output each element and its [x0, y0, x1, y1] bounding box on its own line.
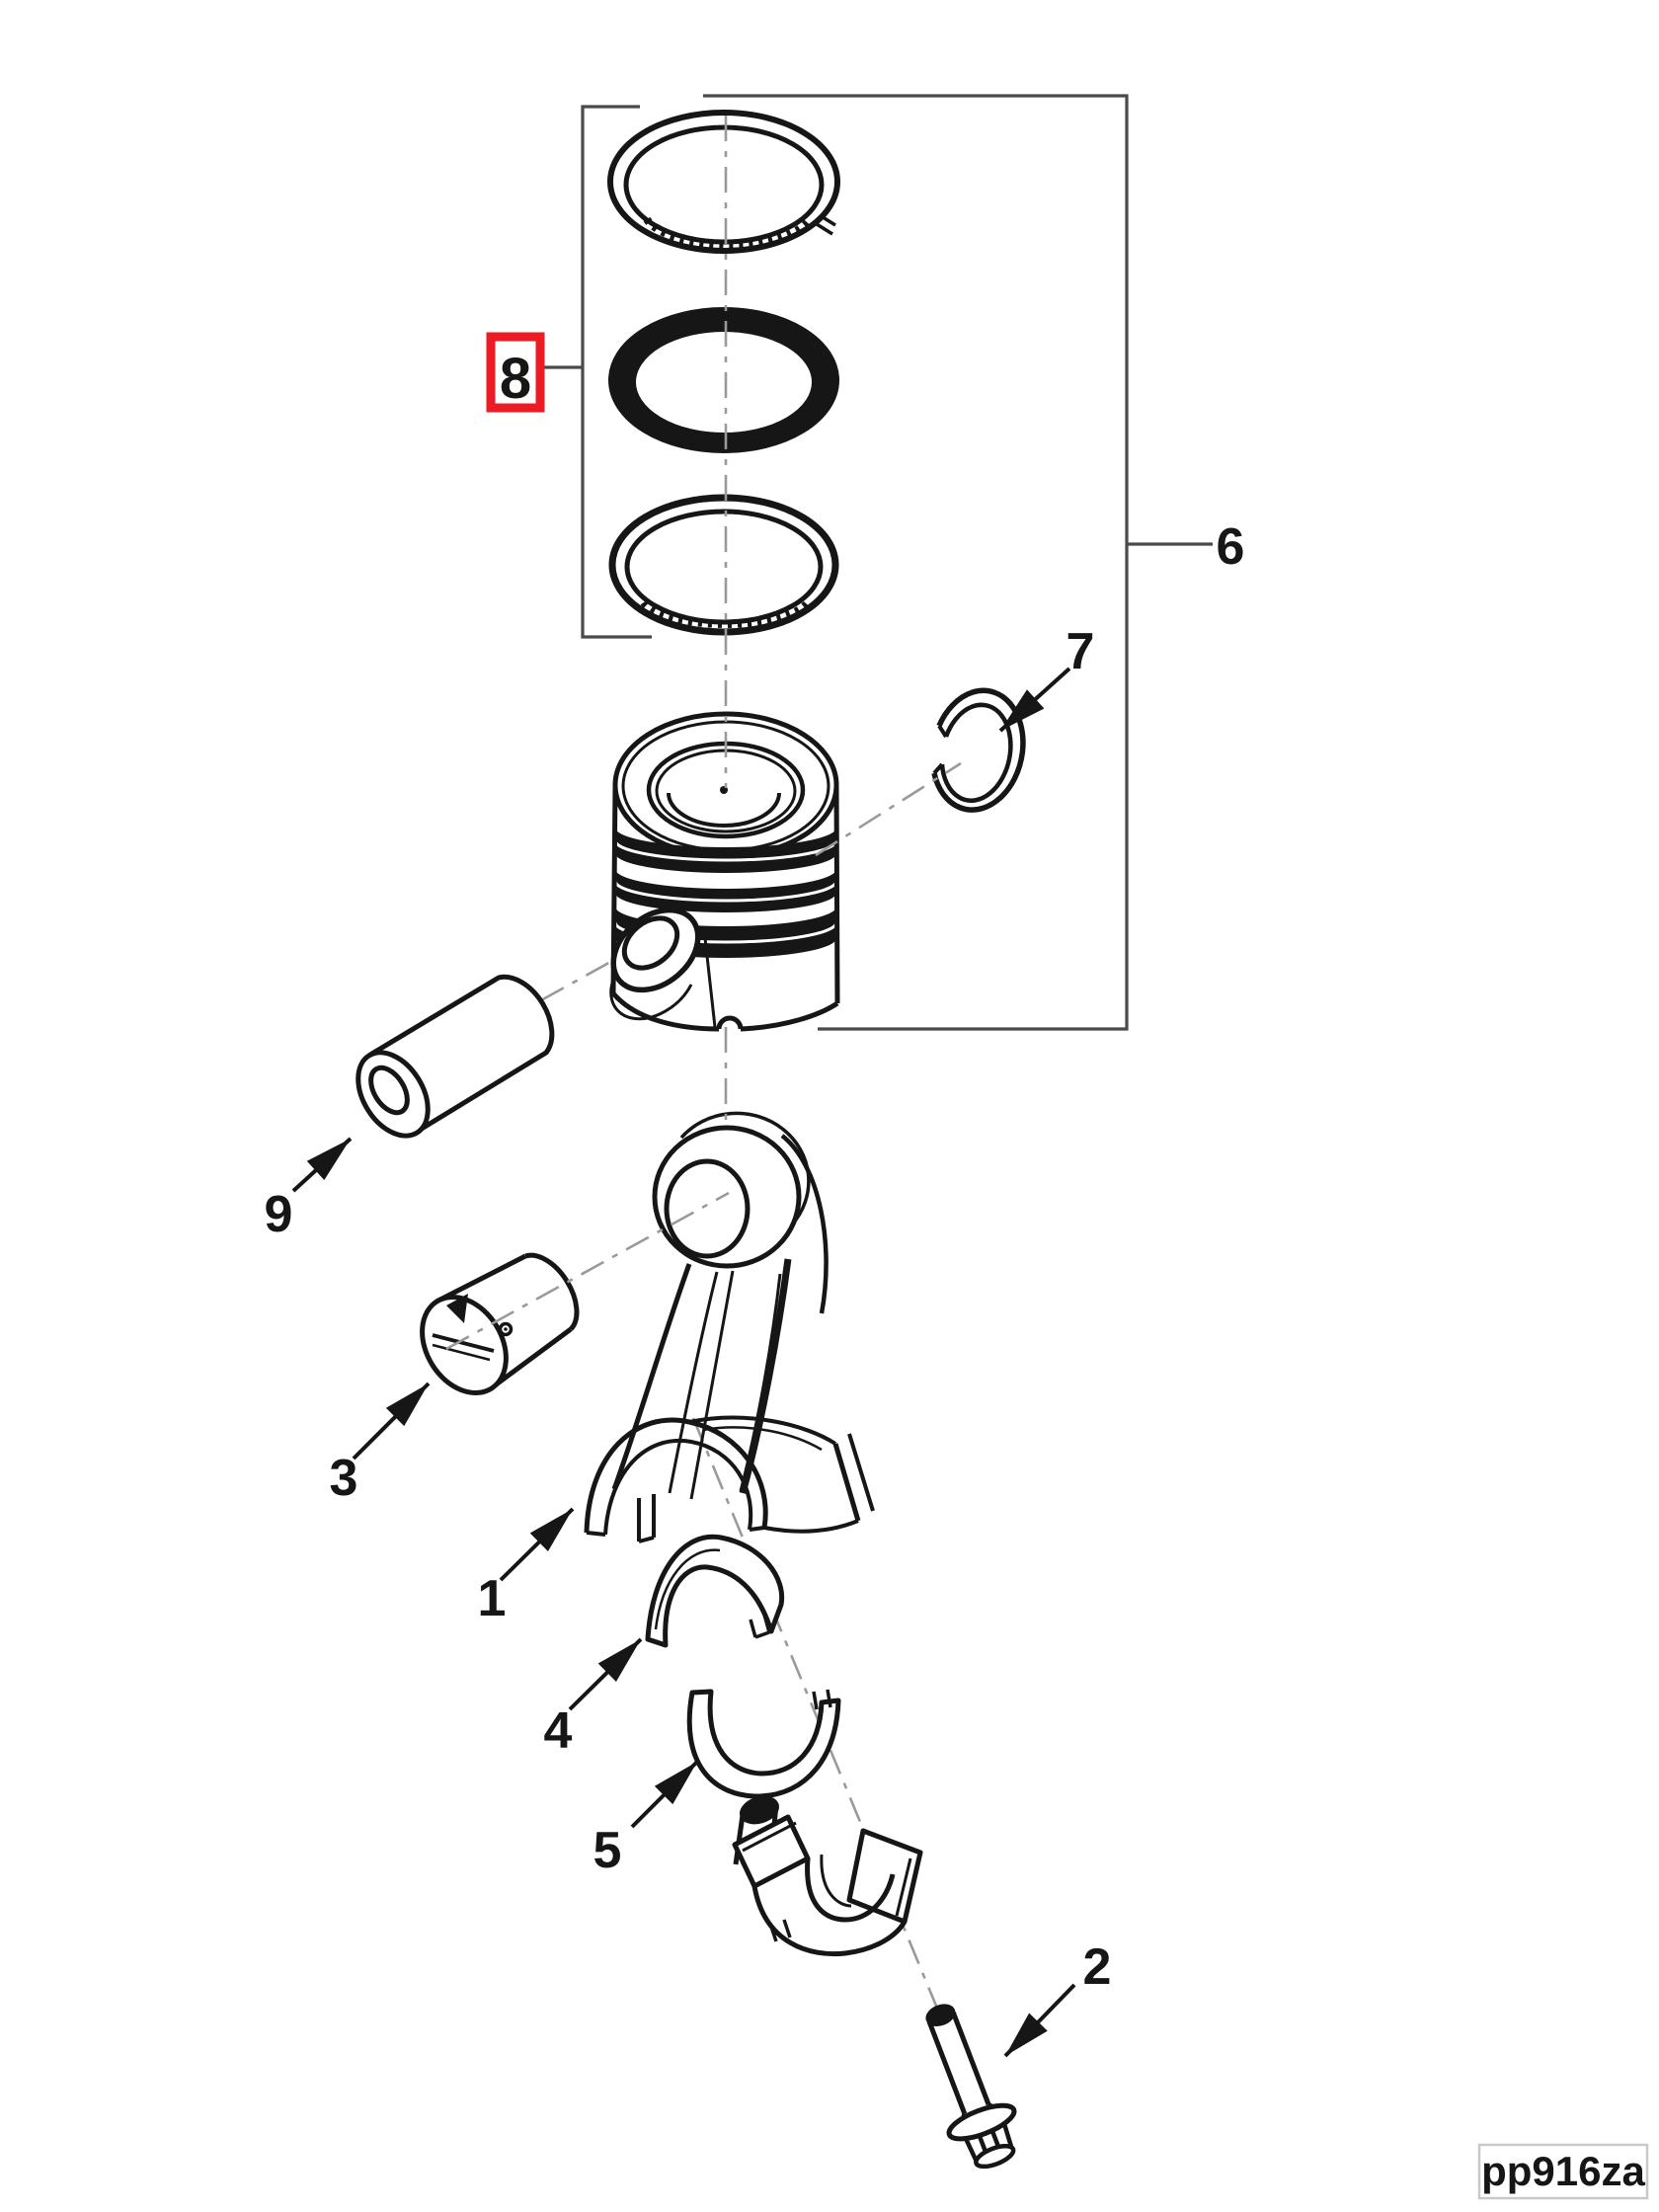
callout-8-highlight-box[interactable] — [486, 332, 545, 413]
rod-fork-notch — [637, 1494, 656, 1543]
pin-axis-centerline-b — [815, 761, 962, 857]
pin-axis-centerline-a — [540, 958, 615, 1002]
callout-4-label[interactable]: 4 — [544, 1702, 573, 1760]
callout-1-label[interactable]: 1 — [478, 1570, 507, 1627]
callout-arrows — [291, 667, 1076, 2058]
axis-centerlines-over — [445, 116, 962, 1351]
piston-ring-1 — [607, 110, 840, 254]
callout-5-label[interactable]: 5 — [593, 1822, 622, 1879]
callout-2-arrow — [1003, 1983, 1076, 2058]
callout-9-arrow — [291, 1137, 353, 1193]
piston-ring-3 — [608, 494, 839, 636]
cap-bolt — [925, 2004, 1017, 2170]
callout-6-label[interactable]: 6 — [1217, 518, 1245, 576]
bearing-upper-tab — [749, 1614, 771, 1639]
watermark-text: pp916za — [1481, 2148, 1645, 2194]
callout-1-arrow — [499, 1507, 575, 1582]
piston-groove-band-2 — [615, 869, 836, 912]
connecting-rod — [584, 1111, 875, 1543]
piston-ring-2 — [608, 307, 839, 453]
callout-3-label[interactable]: 3 — [330, 1450, 358, 1507]
rod-big-end-fork — [584, 1417, 768, 1534]
callout-4-arrow — [568, 1637, 643, 1711]
piston — [609, 711, 840, 1032]
callout-9-label[interactable]: 9 — [265, 1186, 293, 1243]
piston-pin — [356, 974, 555, 1139]
callout-2-label[interactable]: 2 — [1083, 1938, 1112, 1996]
bearing-shell-upper — [645, 1534, 785, 1648]
bracket-group-8 — [544, 105, 652, 639]
bolt-hex-head — [963, 2121, 1014, 2164]
piston-pin-hole — [621, 915, 680, 971]
bolt-shank — [926, 2012, 991, 2115]
rod-beam — [611, 1263, 692, 1490]
snap-ring — [931, 687, 1026, 813]
bushing-notch — [446, 1294, 468, 1323]
rod-cap — [732, 1795, 923, 1957]
callout-7-label[interactable]: 7 — [1066, 623, 1095, 680]
bushing-axis-centerline — [445, 1191, 730, 1351]
bearing-lower-tab — [812, 1689, 832, 1710]
piston-skirt-notch — [716, 1015, 744, 1030]
piston-bowl-bottom — [667, 792, 781, 828]
callout-7-arrow — [998, 667, 1071, 733]
callout-5-arrow — [630, 1760, 699, 1829]
callout-8-label[interactable]: 8 — [500, 347, 531, 411]
piston-skirt-seam — [703, 937, 717, 1028]
watermark: pp916za — [1477, 2143, 1649, 2200]
bolt-flange — [946, 2102, 1017, 2142]
bracket-6-outline — [703, 94, 1129, 1031]
bracket-group-6 — [703, 94, 1213, 1031]
ring-1-gap — [816, 213, 836, 236]
callout-3-arrow — [352, 1382, 431, 1461]
rod-cap-saddle — [805, 1857, 896, 1923]
bearing-shell-lower — [686, 1689, 841, 1799]
watermark-box — [1477, 2143, 1649, 2200]
bracket-8-outline — [581, 105, 652, 639]
pin-bushing — [420, 1252, 580, 1395]
